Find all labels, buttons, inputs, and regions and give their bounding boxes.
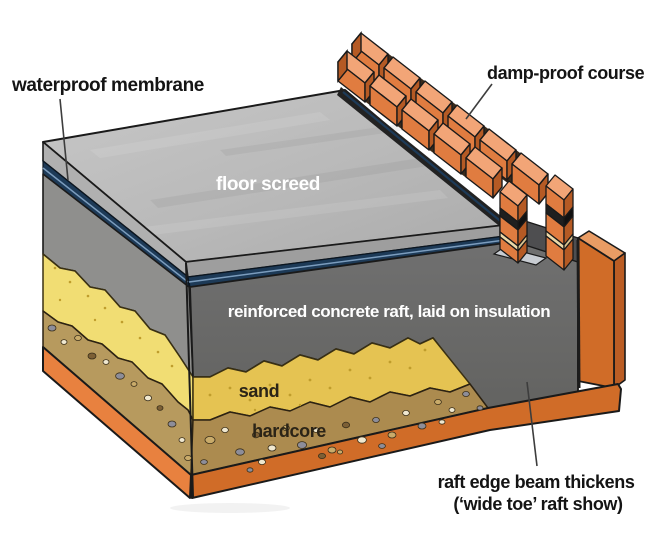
leader-raft-edge bbox=[526, 381, 538, 467]
screed-streak bbox=[150, 158, 428, 208]
screed-texture bbox=[90, 112, 448, 238]
insulation-upstand-side bbox=[613, 252, 626, 389]
stone bbox=[115, 372, 125, 380]
insulation-strip-left bbox=[42, 346, 192, 499]
front-corner-edge bbox=[185, 262, 194, 498]
stone bbox=[387, 431, 397, 439]
sand-dot bbox=[53, 266, 57, 270]
sand-dot bbox=[328, 386, 332, 390]
sand-dot bbox=[138, 336, 142, 340]
insulation-strip-bottom bbox=[190, 383, 622, 499]
sand-dot bbox=[308, 378, 312, 382]
sand-dot bbox=[68, 280, 72, 284]
sand-dot bbox=[103, 306, 107, 310]
stone bbox=[357, 436, 367, 444]
screed-streak bbox=[120, 190, 448, 238]
stone bbox=[130, 381, 138, 387]
brick-end-face bbox=[517, 239, 528, 264]
stone bbox=[438, 419, 446, 425]
label-floor-screed: floor screed bbox=[216, 174, 320, 195]
stone bbox=[372, 416, 380, 423]
label-raft-edge-line1: raft edge beam thickens bbox=[438, 472, 635, 492]
stone bbox=[47, 324, 57, 332]
stone bbox=[200, 459, 208, 465]
brick-wall bbox=[337, 31, 549, 205]
stone bbox=[178, 437, 186, 443]
sand-dot bbox=[388, 360, 392, 364]
stone bbox=[251, 431, 260, 439]
sand-dot bbox=[228, 386, 232, 390]
stone bbox=[246, 467, 254, 473]
stone bbox=[221, 426, 229, 433]
stone bbox=[476, 405, 484, 411]
sand-dot bbox=[408, 366, 412, 370]
sand-dot bbox=[120, 320, 124, 324]
stone bbox=[336, 449, 343, 455]
stone bbox=[462, 390, 470, 397]
stone bbox=[434, 398, 442, 405]
sand-dot bbox=[93, 318, 97, 322]
leader-waterproof-membrane bbox=[59, 98, 69, 181]
stone bbox=[296, 441, 307, 449]
label-damp-proof-course: damp-proof course bbox=[487, 63, 645, 83]
sand-dot bbox=[170, 364, 174, 368]
stone bbox=[327, 446, 337, 454]
sand-dot bbox=[248, 398, 252, 402]
screed-streak bbox=[90, 112, 330, 158]
stone bbox=[402, 409, 410, 416]
stone bbox=[87, 352, 97, 360]
stone bbox=[267, 444, 277, 452]
sand-dot bbox=[368, 376, 372, 380]
ground-shadow bbox=[170, 503, 290, 513]
label-waterproof-membrane: waterproof membrane bbox=[11, 75, 204, 96]
hardcore-stones bbox=[47, 324, 484, 473]
insulation-upstand-front bbox=[577, 237, 615, 389]
sand-dot bbox=[268, 383, 272, 387]
stone bbox=[341, 421, 350, 429]
brick-end-cap bbox=[337, 49, 348, 83]
sand-dot bbox=[156, 350, 160, 354]
brick-end-face bbox=[563, 238, 574, 271]
stone bbox=[74, 334, 82, 341]
sand-dot bbox=[208, 393, 212, 397]
sand-dot bbox=[253, 408, 257, 412]
stone bbox=[235, 448, 245, 456]
sand-dot bbox=[348, 368, 352, 372]
inner-brick-column bbox=[499, 180, 528, 264]
membrane-under-wall bbox=[342, 91, 505, 225]
stone bbox=[378, 443, 386, 449]
sand-dots bbox=[53, 266, 427, 412]
sand-dot bbox=[58, 298, 62, 302]
stone bbox=[102, 359, 110, 365]
stone bbox=[184, 454, 192, 461]
stone bbox=[417, 422, 427, 430]
stone bbox=[156, 405, 164, 411]
screed-streak bbox=[220, 124, 406, 156]
label-concrete-raft: reinforced concrete raft, laid on insula… bbox=[228, 302, 550, 321]
stone bbox=[257, 458, 266, 465]
leader-damp-proof-course bbox=[465, 83, 493, 120]
label-hardcore: hardcore bbox=[252, 421, 326, 441]
hardcore-layer-front bbox=[190, 383, 489, 476]
label-raft-edge-line2: (‘wide toe’ raft show) bbox=[453, 494, 623, 514]
stone bbox=[312, 427, 320, 433]
membrane-highlight-front bbox=[188, 239, 506, 283]
stone bbox=[282, 424, 290, 431]
outer-brick-column bbox=[545, 174, 574, 271]
sand-dot bbox=[298, 403, 302, 407]
sand-dot bbox=[423, 348, 427, 352]
raft-upstand-seam bbox=[576, 239, 581, 389]
stone bbox=[60, 339, 68, 345]
label-sand: sand bbox=[239, 381, 279, 401]
membrane-highlight-left bbox=[42, 167, 189, 283]
sand-dot bbox=[288, 393, 292, 397]
stone bbox=[204, 435, 216, 444]
sand-dot bbox=[86, 294, 90, 298]
stone bbox=[143, 394, 152, 402]
stone bbox=[167, 420, 177, 428]
stone bbox=[448, 407, 456, 413]
stone bbox=[317, 452, 326, 459]
